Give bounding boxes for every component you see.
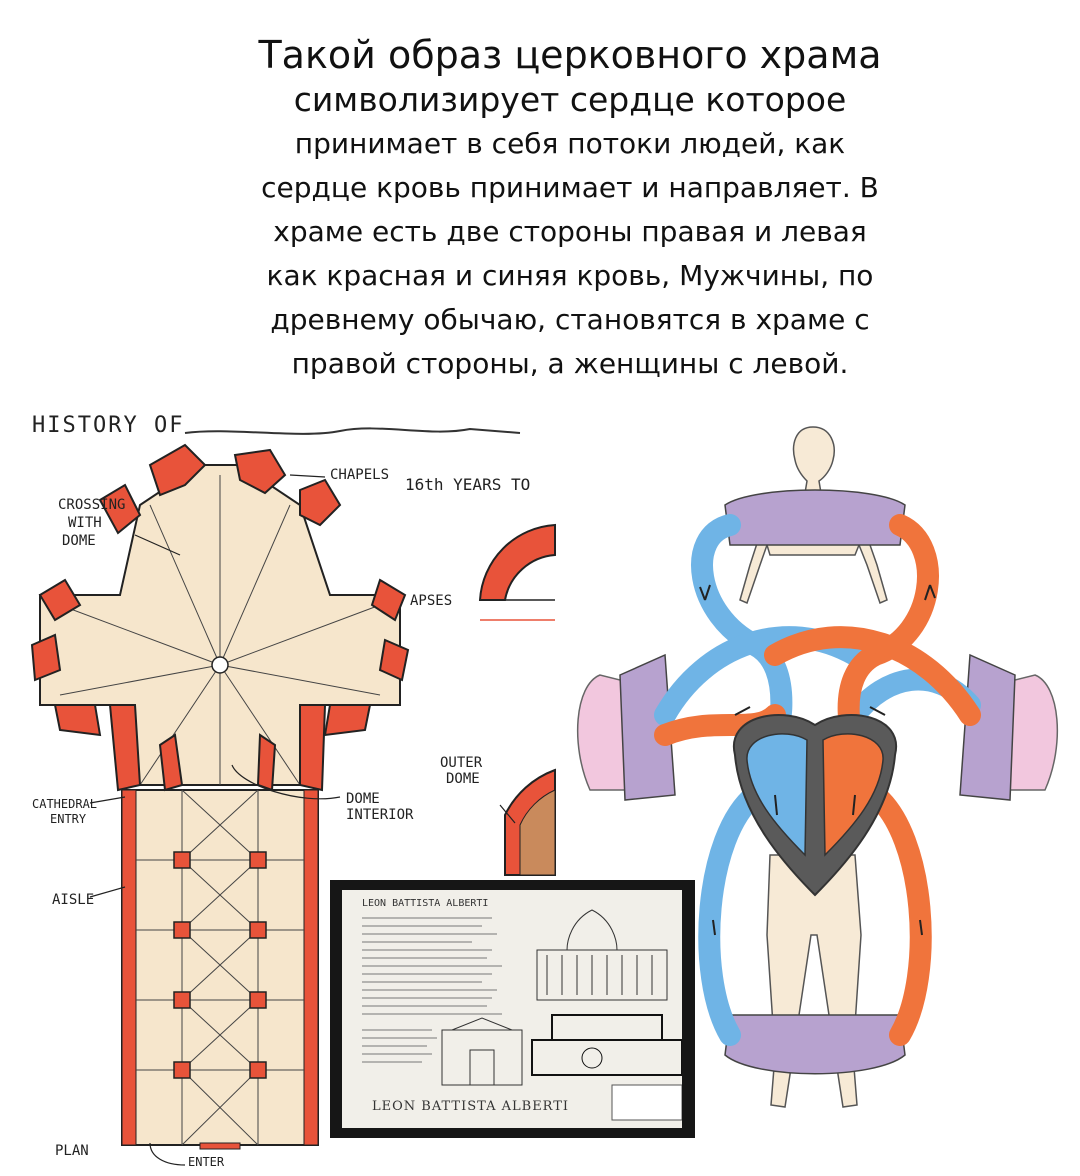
poster-heading: LEON BATTISTA ALBERTI	[362, 898, 489, 909]
caption-line: храме есть две стороны правая и левая	[273, 215, 867, 248]
label-outer-dome-line1: OUTER	[440, 755, 483, 771]
circulation-diagram	[555, 415, 1080, 1172]
label-cathedral-entry-line1: CATHEDRAL	[32, 797, 98, 811]
sketch-header-left: HISTORY OF	[32, 413, 185, 438]
circulation-drawing	[576, 426, 1059, 1108]
caption-line: древнему обычаю, становятся в храме с	[270, 303, 870, 336]
caption-line: принимает в себя потоки людей, как	[294, 127, 846, 160]
caption-line: как красная и синяя кровь, Мужчины, по	[266, 259, 874, 292]
label-aisle: AISLE	[52, 892, 95, 908]
label-cathedral-entry-line2: ENTRY	[50, 812, 87, 826]
label-outer-dome-line2: DOME	[446, 771, 480, 787]
label-plan: PLAN	[55, 1143, 89, 1159]
label-dome-interior-line2: INTERIOR	[346, 807, 414, 823]
label-crossing-dome: DOME	[62, 533, 96, 549]
sketch-header-right: 16th YEARS TO	[405, 475, 531, 494]
caption-line: сердце кровь принимает и направляет. В	[261, 171, 879, 204]
caption-block: Такой образ церковного храма символизиру…	[200, 32, 940, 386]
caption-line: символизирует сердце которое	[293, 80, 847, 119]
alberti-poster-photo: LEON BATTISTA ALBERTI	[330, 880, 695, 1138]
label-chapels: CHAPELS	[330, 467, 390, 483]
label-apses: APSES	[410, 593, 453, 609]
cathedral-plan-sketch: HISTORY OF 16th YEARS TO CHAPELS CROSSIN…	[0, 405, 560, 1172]
label-dome-interior-line1: DOME	[346, 791, 380, 807]
caption-line: правой стороны, а женщины с левой.	[291, 347, 849, 380]
poster-drawings	[362, 909, 682, 1121]
cathedral-plan-drawing	[30, 427, 556, 1166]
label-enter: ENTER	[188, 1155, 225, 1169]
poster-sheet: LEON BATTISTA ALBERTI	[342, 890, 682, 1128]
label-crossing: CROSSING	[58, 497, 126, 513]
poster-footer: LEON BATTISTA ALBERTI	[372, 1099, 570, 1114]
label-crossing-with: WITH	[68, 515, 102, 531]
caption-line: Такой образ церковного храма	[258, 33, 882, 77]
